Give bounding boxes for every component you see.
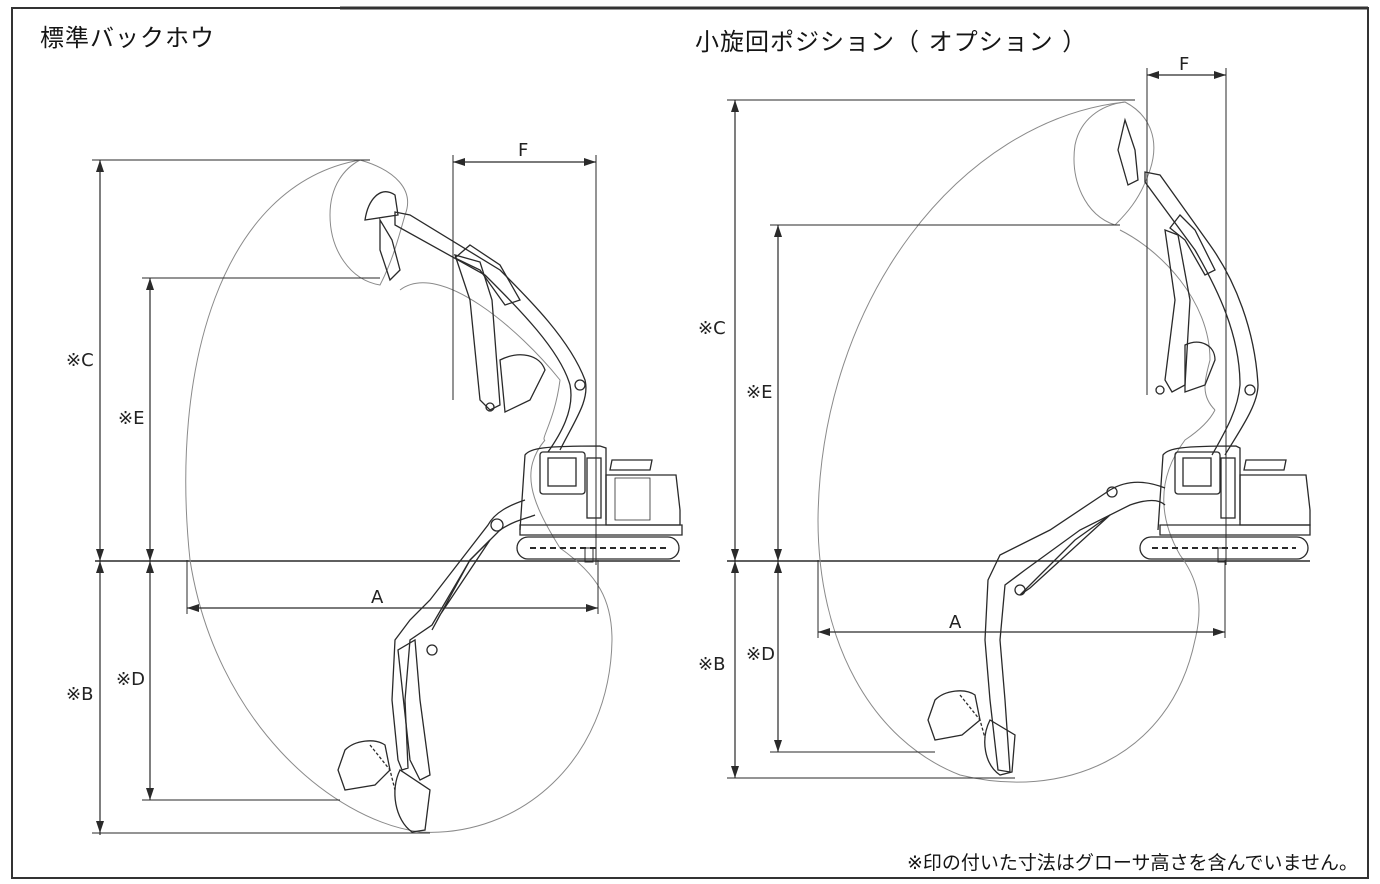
label-d-right: ※D (746, 644, 775, 665)
label-d-left: ※D (116, 669, 145, 690)
right-diagram (727, 68, 1311, 783)
label-c-right: ※C (698, 318, 726, 339)
panel-title-standard: 標準バックホウ (40, 24, 215, 52)
outer-border (11, 7, 1369, 879)
bucket-arc-mid-left (399, 282, 561, 441)
footnote: ※印の付いた寸法はグローサ高さを含んでいません。 (906, 852, 1358, 874)
working-range-envelope-left (185, 159, 613, 833)
label-a-right: A (949, 612, 962, 633)
label-c-left: ※C (66, 350, 94, 371)
label-e-left: ※E (118, 408, 144, 429)
excavator-body-left (516, 445, 683, 563)
bucket-arc-upper-left (329, 159, 409, 286)
label-f-right: F (1179, 54, 1189, 75)
boom-raised-left (364, 191, 587, 453)
label-e-right: ※E (746, 382, 772, 403)
label-f-left: F (518, 140, 528, 161)
left-diagram (92, 155, 683, 835)
working-range-envelope-right (817, 101, 1216, 783)
label-b-right: ※B (698, 654, 725, 675)
label-b-left: ※B (66, 684, 93, 705)
boom-lowered-left (337, 499, 536, 833)
label-a-left: A (371, 587, 384, 608)
boom-raised-right (1117, 117, 1259, 456)
panel-title-short-swing: 小旋回ポジション（ オプション ） (695, 28, 1088, 56)
excavator-body-right (1139, 445, 1311, 563)
boom-lowered-right (927, 481, 1166, 776)
